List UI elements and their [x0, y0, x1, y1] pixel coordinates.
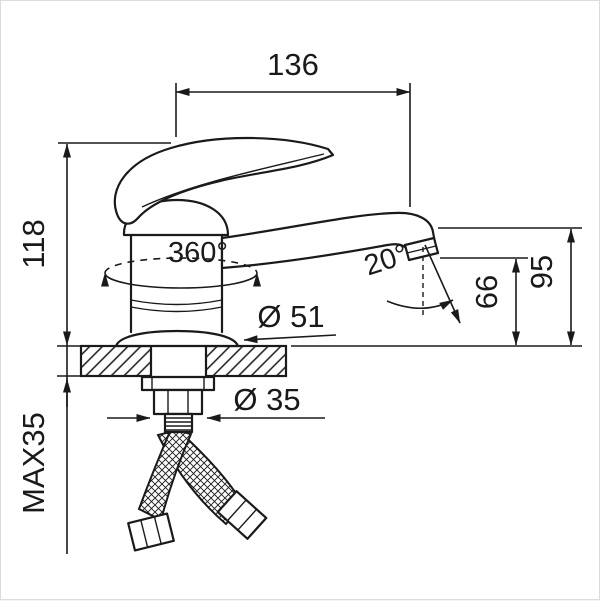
dim-hole-diameter: Ø 35	[107, 382, 325, 422]
dim-body-height-label: 118	[16, 219, 51, 268]
base-flange	[114, 329, 240, 348]
countertop-section	[79, 344, 288, 378]
dim-max-thickness: MAX35	[16, 345, 81, 554]
threaded-stud	[163, 412, 194, 434]
body-ring-2	[130, 306, 223, 313]
dim-height-66-label: 66	[469, 275, 504, 309]
mounting-hardware	[140, 375, 216, 434]
mounting-nut	[152, 388, 204, 416]
dim-height-66: 66	[440, 257, 528, 346]
mounting-washer	[140, 375, 216, 392]
dim-max-thickness-label: MAX35	[16, 412, 51, 514]
dim-height-95-label: 95	[524, 255, 559, 289]
body-ring	[130, 299, 223, 306]
dim-spout-reach-label: 136	[267, 47, 319, 82]
countertop-right	[204, 344, 288, 378]
dim-base-diameter: Ø 51	[243, 299, 337, 344]
swivel-indicator: 360°	[101, 237, 261, 289]
swivel-angle-label: 360°	[168, 237, 228, 269]
faucet-body	[113, 136, 440, 348]
dim-base-diameter-label: Ø 51	[257, 299, 324, 334]
dim-hole-diameter-label: Ø 35	[233, 382, 300, 417]
hose-nut-left	[127, 512, 175, 552]
dim-height-95: 95	[291, 227, 582, 347]
dim-body-height: 118	[16, 142, 171, 346]
handle-edge-line	[141, 153, 325, 208]
hose-nut-right	[216, 490, 268, 540]
supply-hoses	[127, 427, 268, 552]
countertop-left	[79, 344, 153, 378]
dim-spout-reach: 136	[175, 47, 411, 207]
handle-lever	[113, 136, 335, 225]
